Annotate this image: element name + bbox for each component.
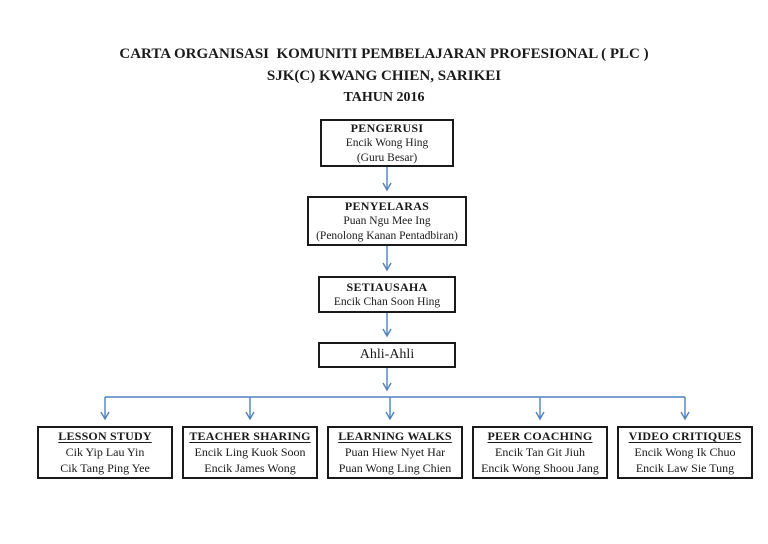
team-title: LESSON STUDY <box>58 429 152 443</box>
team-title: VIDEO CRITIQUES <box>628 429 742 443</box>
page-title: CARTA ORGANISASI KOMUNITI PEMBELAJARAN P… <box>119 46 649 62</box>
team-title: TEACHER SHARING <box>189 429 311 443</box>
person-note: (Guru Besar) <box>356 151 418 164</box>
role-title: SETIAUSAHA <box>346 279 428 294</box>
team-member: Encik James Wong <box>204 461 296 475</box>
team-box-lesson-study: LESSON STUDY Cik Yip Lau Yin Cik Tang Pi… <box>37 426 173 479</box>
team-member: Encik Law Sie Tung <box>635 461 735 475</box>
person-note: (Penolong Kanan Pentadbiran) <box>316 229 458 242</box>
team-member: Encik Ling Kuok Soon <box>194 445 306 459</box>
org-box-penyelaras: PENYELARAS Puan Ngu Mee Ing (Penolong Ka… <box>307 196 467 246</box>
person-name: Encik Chan Soon Hing <box>333 295 441 308</box>
team-box-teacher-sharing: TEACHER SHARING Encik Ling Kuok Soon Enc… <box>182 426 318 479</box>
team-member: Cik Yip Lau Yin <box>65 445 145 459</box>
team-member: Puan Hiew Nyet Har <box>344 445 446 459</box>
role-title: Ahli-Ahli <box>359 347 415 362</box>
team-title: LEARNING WALKS <box>338 429 452 443</box>
role-title: PENYELARAS <box>344 198 430 213</box>
team-title: PEER COACHING <box>487 429 593 443</box>
person-name: Encik Wong Hing <box>345 136 429 149</box>
person-name: Puan Ngu Mee Ing <box>343 214 431 227</box>
team-box-video-critiques: VIDEO CRITIQUES Encik Wong Ik Chuo Encik… <box>617 426 753 479</box>
team-member: Encik Tan Git Jiuh <box>495 445 585 459</box>
org-box-setiausaha: SETIAUSAHA Encik Chan Soon Hing <box>318 276 456 313</box>
team-member: Encik Wong Ik Chuo <box>634 445 736 459</box>
team-member: Puan Wong Ling Chien <box>338 461 452 475</box>
role-title: PENGERUSI <box>350 120 424 135</box>
team-box-learning-walks: LEARNING WALKS Puan Hiew Nyet Har Puan W… <box>327 426 463 479</box>
org-box-ahli-ahli: Ahli-Ahli <box>318 342 456 368</box>
team-member: Cik Tang Ping Yee <box>60 461 150 475</box>
team-member: Encik Wong Shoou Jang <box>481 461 599 475</box>
team-box-peer-coaching: PEER COACHING Encik Tan Git Jiuh Encik W… <box>472 426 608 479</box>
page-subtitle-school: SJK(C) KWANG CHIEN, SARIKEI <box>266 68 502 84</box>
page-subtitle-year: TAHUN 2016 <box>343 90 425 105</box>
org-box-pengerusi: PENGERUSI Encik Wong Hing (Guru Besar) <box>320 119 454 167</box>
